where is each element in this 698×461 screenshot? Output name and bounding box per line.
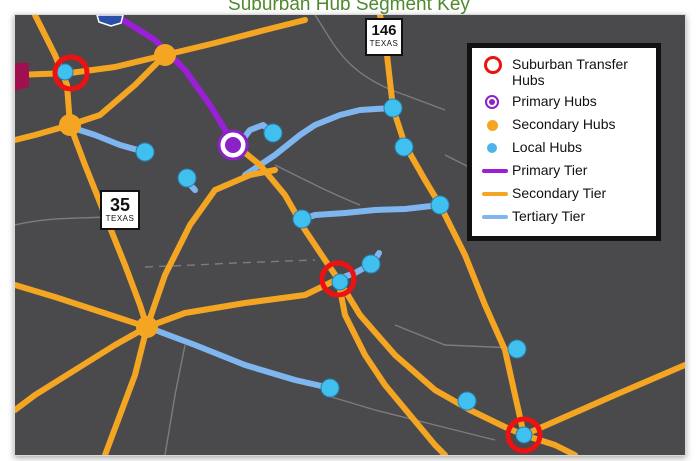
secondary-route — [144, 276, 341, 330]
shield-state: TEXAS — [369, 39, 399, 48]
map-legend: Suburban Transfer Hubs Primary Hubs Seco… — [467, 43, 661, 241]
local-hub — [383, 98, 403, 118]
legend-label: Primary Hubs — [512, 93, 597, 109]
local-hubs — [56, 63, 533, 444]
secondary-route — [15, 282, 150, 330]
orange-dot-icon — [487, 119, 498, 131]
purple-line-icon — [482, 169, 508, 173]
street — [144, 259, 316, 268]
secondary-route — [67, 52, 168, 128]
map-canvas — [15, 15, 685, 455]
secondary-hub — [59, 114, 81, 136]
legend-label: Local Hubs — [512, 139, 583, 155]
local-hub — [361, 254, 381, 274]
shield-number: 146 — [371, 22, 397, 39]
tertiary-route — [144, 324, 333, 391]
secondary-route — [15, 324, 150, 413]
legend-item-secondary-tier: Secondary Tier — [482, 185, 648, 203]
transfer-hub-ring — [319, 260, 357, 298]
orange-line-icon — [482, 192, 508, 196]
secondary-route — [230, 140, 527, 438]
legend-item-local-hubs: Local Hubs — [482, 139, 648, 157]
street — [164, 344, 186, 455]
legend-label: Primary Tier — [512, 162, 588, 178]
street — [274, 164, 361, 206]
legend-label: Tertiary Tier — [512, 208, 586, 224]
local-hub — [292, 209, 312, 229]
local-hub — [394, 137, 414, 157]
interstate-shield-partial-icon — [96, 15, 124, 27]
transfer-hub-ring — [505, 416, 543, 454]
red-ring-icon — [484, 56, 502, 74]
secondary-route — [144, 167, 278, 330]
blue-dot-icon — [487, 143, 497, 153]
suburban-transfer-hubs — [52, 54, 543, 454]
hub-map[interactable]: 146 TEXAS 35 TEXAS Suburban Transfer Hub… — [14, 14, 686, 456]
legend-item-transfer-hubs: Suburban Transfer Hubs — [482, 56, 648, 88]
secondary-hub — [136, 316, 158, 338]
legend-label: Secondary Hubs — [512, 116, 616, 132]
secondary-route — [102, 324, 150, 455]
secondary-route — [15, 122, 73, 143]
local-hub — [177, 168, 197, 188]
tertiary-route — [295, 202, 443, 224]
tertiary-route — [242, 105, 396, 178]
highway-35-shield: 35 TEXAS — [100, 190, 140, 230]
local-hub — [320, 378, 340, 398]
secondary-hubs — [59, 44, 176, 338]
secondary-hub — [154, 44, 176, 66]
shield-state: TEXAS — [105, 214, 135, 223]
transfer-hub-ring — [52, 54, 90, 92]
local-hub — [56, 63, 74, 81]
legend-item-tertiary-tier: Tertiary Tier — [482, 208, 648, 226]
legend-label: Secondary Tier — [512, 185, 607, 201]
local-hub — [263, 123, 283, 143]
map-caption: Suburban Hub Segment Key — [228, 0, 470, 15]
local-hub — [515, 426, 533, 444]
local-hub — [507, 339, 527, 359]
blue-line-icon — [482, 215, 508, 219]
legend-item-secondary-hubs: Secondary Hubs — [482, 116, 648, 134]
secondary-route — [390, 105, 527, 438]
purple-ringed-dot-icon — [485, 95, 499, 109]
street — [314, 15, 446, 111]
street — [394, 324, 516, 349]
legend-item-primary-tier: Primary Tier — [482, 162, 648, 180]
secondary-route — [521, 432, 578, 455]
local-hub — [331, 273, 349, 291]
tertiary-route — [67, 124, 148, 155]
primary-hub — [217, 129, 249, 161]
secondary-route — [521, 362, 685, 438]
local-hub — [457, 391, 477, 411]
highway-146-shield: 146 TEXAS — [365, 18, 403, 56]
highway-shield-partial-icon — [15, 63, 29, 91]
shield-number: 35 — [109, 195, 131, 215]
primary-tier-route — [112, 15, 236, 146]
legend-label: Suburban Transfer Hubs — [512, 56, 628, 88]
legend-item-primary-hubs: Primary Hubs — [482, 93, 648, 111]
local-hub — [430, 195, 450, 215]
secondary-route — [335, 276, 448, 455]
street — [324, 394, 496, 441]
local-hub — [135, 142, 155, 162]
